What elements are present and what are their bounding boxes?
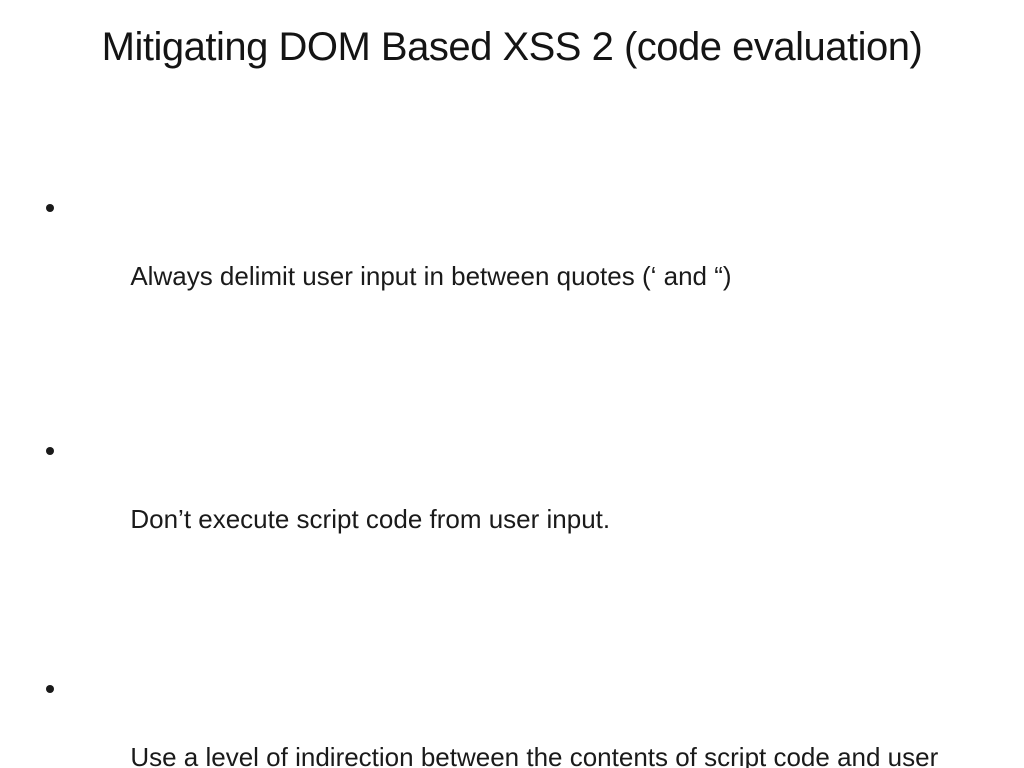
bullet-text: Use a level of indirection between the c… [130, 742, 939, 768]
bullet-item-no-script-exec: Don’t execute script code from user inpu… [0, 434, 1024, 570]
bullet-dot [46, 447, 54, 455]
bullet-text: Don’t execute script code from user inpu… [130, 504, 611, 534]
slide-title: Mitigating DOM Based XSS 2 (code evaluat… [101, 25, 923, 69]
bullet-dot [46, 204, 54, 212]
bullet-item-indirection: Use a level of indirection between the c… [0, 672, 1024, 768]
bullet-text: Always delimit user input in between quo… [130, 261, 732, 291]
bullet-dot [46, 685, 54, 693]
bullet-item-delimit-quotes: Always delimit user input in between quo… [0, 191, 1024, 327]
slide-body: Always delimit user input in between quo… [0, 89, 1024, 768]
